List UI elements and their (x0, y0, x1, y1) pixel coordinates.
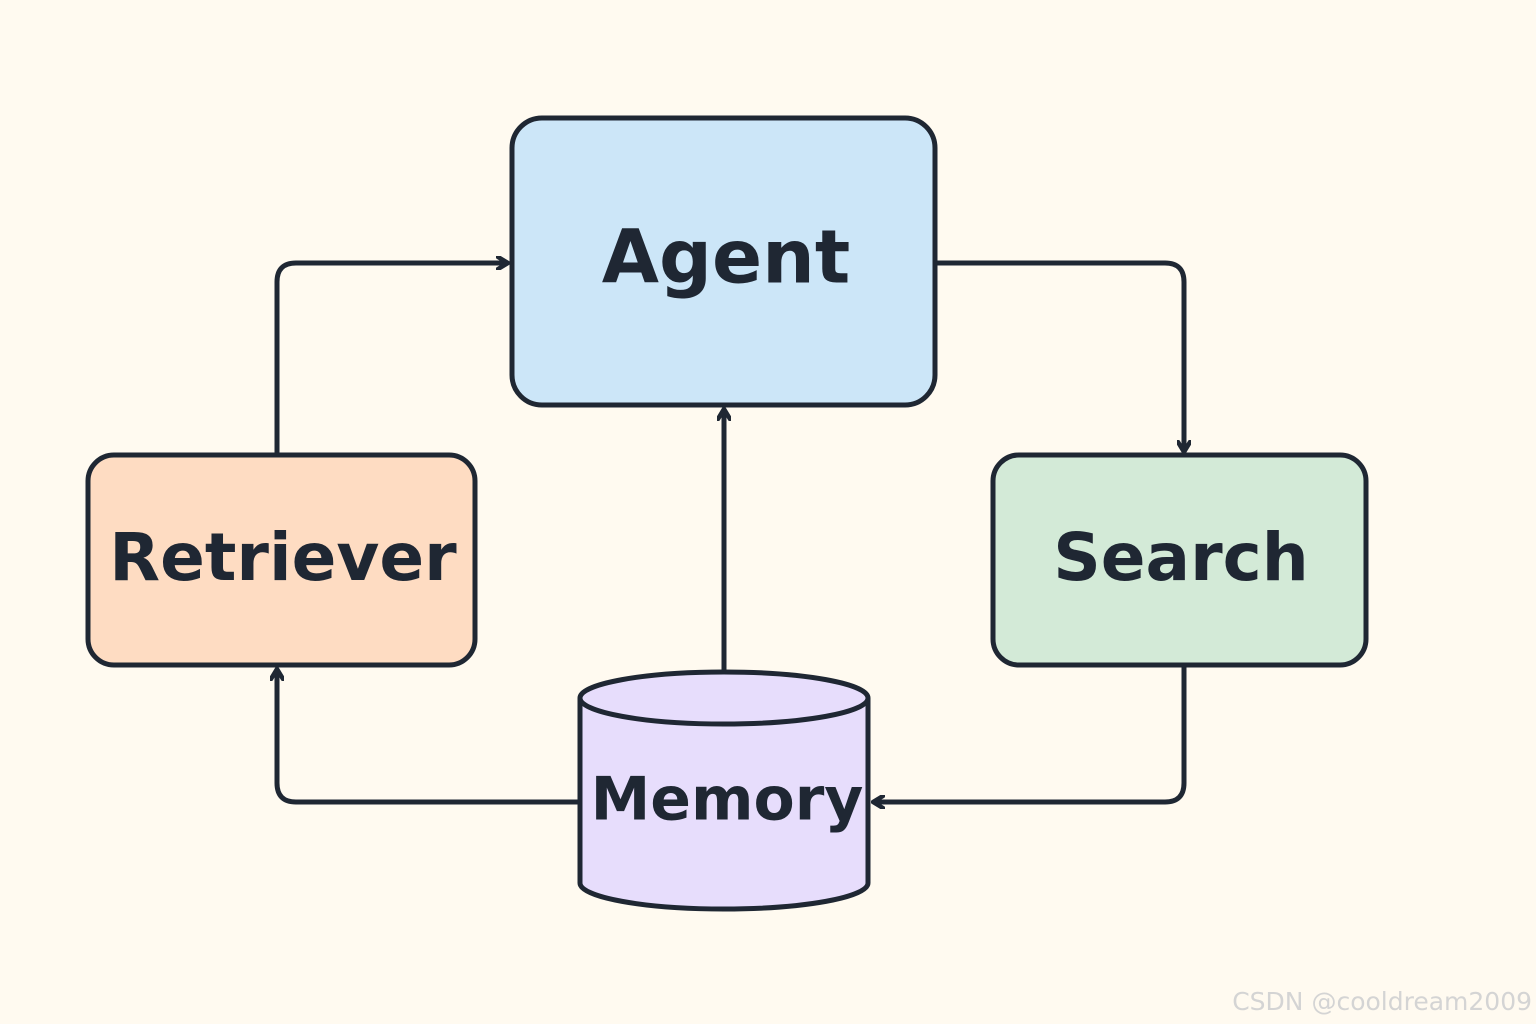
agent-node[interactable]: Agent (509, 115, 938, 408)
memory-node[interactable]: Memory (577, 669, 871, 912)
memory-label: Memory (591, 765, 864, 835)
agent-label: Agent (602, 215, 851, 301)
edge-retriever-to-agent (274, 263, 507, 458)
retriever-label: Retriever (109, 519, 457, 596)
watermark-text: CSDN @cooldream2009 (1232, 987, 1532, 1016)
memory-cylinder-body (577, 698, 871, 912)
edge-agent-to-search (932, 260, 1184, 451)
retriever-node[interactable]: Retriever (85, 452, 478, 668)
search-label: Search (1053, 519, 1309, 596)
edge-memory-to-retriever (277, 670, 583, 805)
edge-search-to-memory (874, 663, 1187, 802)
agent-box (509, 115, 938, 408)
search-node[interactable]: Search (990, 452, 1369, 668)
search-box (990, 452, 1369, 668)
edges (277, 263, 1184, 802)
retriever-box (85, 452, 478, 668)
memory-cylinder-top (577, 669, 871, 727)
